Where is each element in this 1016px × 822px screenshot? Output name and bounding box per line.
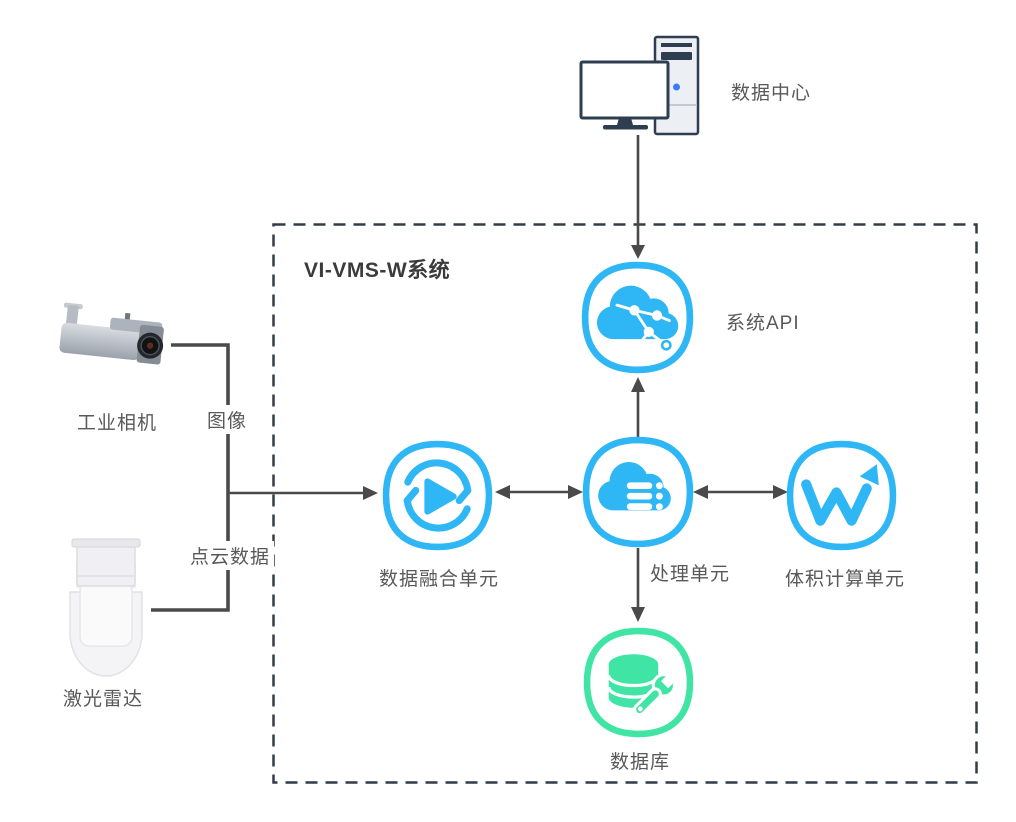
squircle-frame (581, 261, 694, 374)
lidar-body (79, 581, 133, 647)
sync-arcs (403, 459, 472, 532)
volume-calc-icon (786, 440, 897, 551)
system-api-icon (581, 261, 694, 374)
data-center-icon (579, 35, 700, 136)
monitor-screen (579, 60, 670, 120)
data-center-label: 数据中心 (731, 83, 812, 104)
lidar-head (76, 545, 136, 587)
power-led (673, 83, 680, 91)
squircle-frame (582, 436, 694, 548)
mount-bracket (66, 305, 79, 326)
squircle-frame (382, 440, 493, 551)
monitor-base (603, 125, 648, 130)
data-fusion-label: 数据融合单元 (379, 569, 500, 590)
database-icon (583, 627, 694, 738)
tower-slot (661, 43, 692, 47)
arrow-fusion-processing-bidirectional (495, 485, 583, 499)
point-cloud-flow-label: 点云数据 (186, 541, 275, 570)
squircle-frame (786, 440, 897, 551)
w-trend-line (801, 479, 872, 526)
arrow-processing-volume-bidirectional (693, 485, 788, 499)
system-boundary-box (272, 223, 978, 784)
arrow-processing-to-database (631, 548, 645, 622)
processing-unit-label: 处理单元 (650, 564, 731, 585)
monitor-neck (617, 118, 633, 125)
data-fusion-icon (382, 440, 493, 551)
system-box-title: VI-VMS-W系统 (304, 259, 451, 282)
lidar-top-plate (71, 538, 141, 548)
network-nodes (629, 305, 663, 338)
sensor-bus-line (151, 343, 230, 612)
processing-unit-icon (582, 436, 694, 548)
squircle-frame (583, 627, 694, 738)
server-bars (626, 482, 663, 511)
arrow-sensors-to-fusion (228, 486, 378, 500)
lidar-image (69, 538, 143, 677)
play-triangle (424, 478, 457, 515)
arrow-processing-to-api (631, 377, 645, 437)
volume-calc-label: 体积计算单元 (785, 569, 906, 590)
network-outer-node (660, 339, 672, 351)
camera-body (59, 322, 142, 361)
trend-arrowhead (859, 464, 879, 486)
wrench-icon (633, 672, 677, 717)
camera-label: 工业相机 (77, 413, 158, 434)
tower-drive-bay (661, 52, 692, 60)
database-label: 数据库 (610, 752, 671, 773)
industrial-camera-image (59, 302, 164, 365)
lidar-label: 激光雷达 (63, 689, 144, 710)
system-api-label: 系统API (726, 313, 800, 334)
arrow-datacenter-to-api (631, 135, 645, 259)
lens-glow (146, 342, 154, 349)
image-flow-label: 图像 (203, 405, 252, 434)
